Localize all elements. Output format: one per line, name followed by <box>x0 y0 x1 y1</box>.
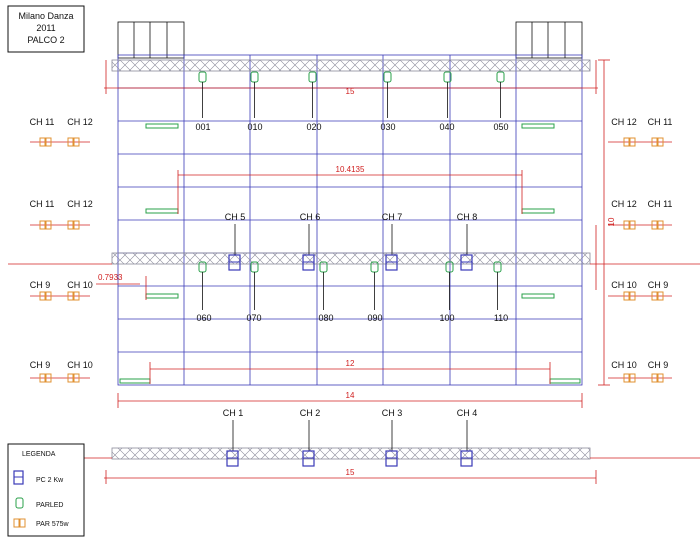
parled-fixture <box>250 71 259 118</box>
channel-label: CH 8 <box>457 212 478 222</box>
legend: LEGENDA PC 2 Kw PARLED PAR 575w <box>7 443 85 537</box>
pc-fixture <box>460 420 473 467</box>
channel-label: CH 11 <box>648 199 673 209</box>
legend-parled-label: PARLED <box>36 502 64 509</box>
dim-offset: 0.7933 <box>98 273 123 282</box>
pc-fixture <box>226 420 239 467</box>
title-line2: 2011 <box>36 23 55 33</box>
parled-fixture <box>493 261 502 310</box>
parled-fixture <box>370 261 379 310</box>
parled-fixture <box>308 71 317 118</box>
pc-legend-icon <box>13 470 24 485</box>
dimension-texts: 15 10.4135 10 0.7933 12 14 15 <box>98 87 616 477</box>
pc-row-middle: CH 5 CH 6 CH 7 CH 8 <box>225 212 478 271</box>
pc-fixture <box>385 420 398 467</box>
dim-stage-width: 14 <box>346 391 355 400</box>
parled-label: 030 <box>380 122 395 132</box>
channel-label: CH 7 <box>382 212 403 222</box>
channel-label: CH 12 <box>67 199 93 209</box>
parled-fixture <box>443 71 452 118</box>
truss-top <box>111 59 591 72</box>
par-groups <box>39 137 664 383</box>
channel-label: CH 5 <box>225 212 246 222</box>
channel-label: CH 6 <box>300 212 321 222</box>
parled-label: 060 <box>196 313 211 323</box>
pc-fixture <box>302 224 315 271</box>
channel-label: CH 9 <box>648 280 669 290</box>
par-legend-icon <box>13 518 26 528</box>
side-labels-right: CH 12 CH 11 CH 12 CH 11 CH 10 CH 9 CH 10… <box>611 117 672 370</box>
legend-title: LEGENDA <box>22 451 56 458</box>
parled-label: 020 <box>306 122 321 132</box>
dim-lower-span: 12 <box>346 359 355 368</box>
parled-fixture <box>445 261 454 310</box>
parled-fixture <box>250 261 259 310</box>
parled-label: 050 <box>493 122 508 132</box>
pc-row-bottom: CH 1 CH 2 CH 3 CH 4 <box>223 408 478 467</box>
channel-label: CH 10 <box>611 360 637 370</box>
channel-label: CH 4 <box>457 408 478 418</box>
title-box: Milano Danza 2011 PALCO 2 <box>7 5 85 53</box>
parled-legend-icon <box>15 497 24 509</box>
pc-fixture <box>460 224 473 271</box>
channel-label: CH 9 <box>648 360 669 370</box>
parled-label: 110 <box>494 313 508 323</box>
side-labels-left: CH 11 CH 12 CH 11 CH 12 CH 9 CH 10 CH 9 … <box>30 117 93 370</box>
legend-par-label: PAR 575w <box>36 521 69 528</box>
channel-label: CH 12 <box>611 199 637 209</box>
parled-label: 001 <box>195 122 210 132</box>
legend-pc-label: PC 2 Kw <box>36 477 64 484</box>
pc-fixture <box>302 420 315 467</box>
channel-label: CH 9 <box>30 280 51 290</box>
channel-label: CH 11 <box>30 117 55 127</box>
pc-fixture <box>228 224 241 271</box>
pc-fixture <box>385 224 398 271</box>
parled-label: 070 <box>246 313 261 323</box>
title-line1: Milano Danza <box>18 11 73 21</box>
channel-label: CH 11 <box>648 117 673 127</box>
parled-fixture <box>319 261 328 310</box>
dimension-lines <box>8 59 700 484</box>
channel-label: CH 11 <box>30 199 55 209</box>
parled-label: 100 <box>439 313 454 323</box>
truss-middle <box>111 252 591 265</box>
tower-left <box>117 21 185 59</box>
parled-fixture <box>496 71 505 118</box>
parled-fixture <box>198 261 207 310</box>
dim-bottom-truss: 15 <box>346 468 355 477</box>
channel-label: CH 9 <box>30 360 51 370</box>
parled-fixture <box>383 71 392 118</box>
parled-row-middle: 060 070 080 090 100 110 <box>196 261 508 323</box>
title-line3: PALCO 2 <box>27 35 64 45</box>
parled-fixture <box>198 71 207 118</box>
dim-height: 10 <box>607 217 616 226</box>
parled-row-top: 001 010 020 030 040 050 <box>195 71 509 132</box>
channel-label: CH 10 <box>67 360 93 370</box>
dim-top-truss: 15 <box>346 87 355 96</box>
tower-right <box>515 21 583 59</box>
channel-label: CH 1 <box>223 408 244 418</box>
stage-grid <box>117 54 583 386</box>
channel-label: CH 10 <box>67 280 93 290</box>
truss-bottom <box>111 447 591 460</box>
channel-label: CH 12 <box>67 117 93 127</box>
parled-label: 080 <box>318 313 333 323</box>
parled-label: 090 <box>367 313 382 323</box>
dim-inner-span: 10.4135 <box>336 165 365 174</box>
channel-label: CH 10 <box>611 280 637 290</box>
parled-label: 040 <box>439 122 454 132</box>
channel-label: CH 2 <box>300 408 321 418</box>
channel-label: CH 12 <box>611 117 637 127</box>
channel-label: CH 3 <box>382 408 403 418</box>
parled-label: 010 <box>247 122 262 132</box>
